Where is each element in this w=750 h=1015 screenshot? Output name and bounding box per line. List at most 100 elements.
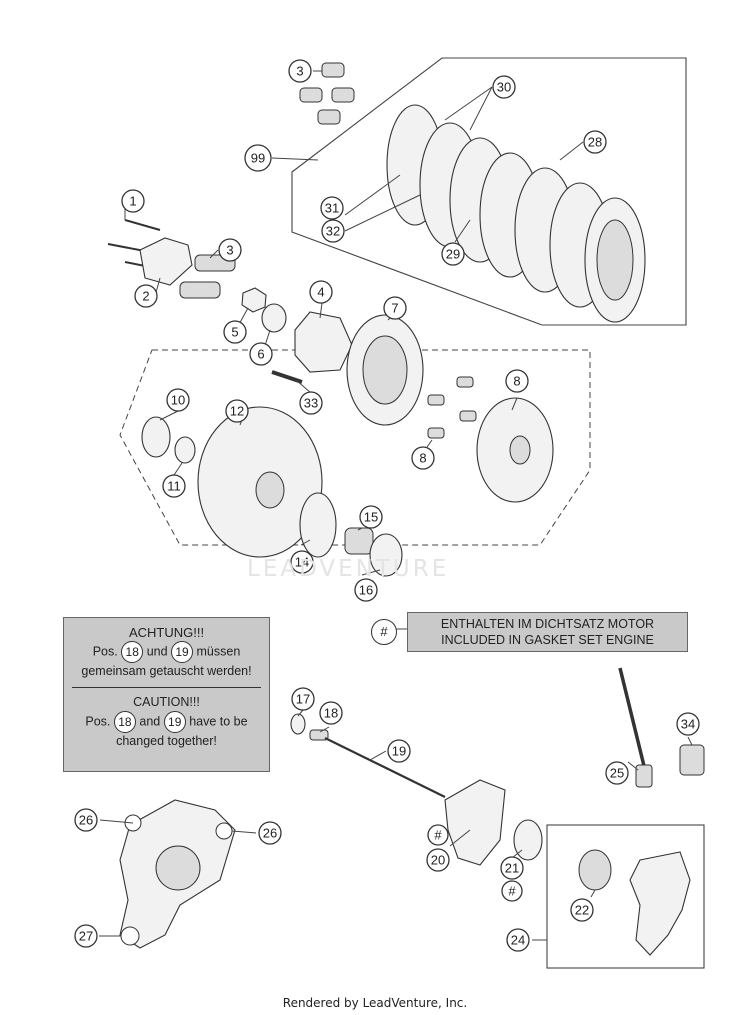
- gasket-note-de: ENTHALTEN IM DICHTSATZ MOTOR: [440, 617, 655, 631]
- bleeder-adapter: [679, 744, 705, 776]
- callout-26a: 26: [74, 808, 98, 832]
- callout-6: 6: [249, 342, 273, 366]
- svg-text:31: 31: [325, 201, 339, 216]
- callout-27: 27: [74, 924, 98, 948]
- callout-29: 29: [441, 242, 465, 266]
- svg-text:#: #: [508, 884, 516, 899]
- callout-32: 32: [321, 219, 345, 243]
- callout-18: 18: [319, 701, 343, 725]
- svg-text:24: 24: [511, 933, 525, 948]
- caution-line-de-2: gemeinsam getauscht werden!: [81, 664, 252, 678]
- svg-text:21: 21: [505, 861, 519, 876]
- svg-text:22: 22: [575, 903, 589, 918]
- callout-34: 34: [676, 712, 700, 736]
- svg-text:26: 26: [263, 826, 277, 841]
- callout-12: 12: [225, 399, 249, 423]
- callout-7: 7: [383, 296, 407, 320]
- callout-26b: 26: [258, 821, 282, 845]
- callout-9: 8: [505, 369, 529, 393]
- svg-text:#: #: [434, 828, 442, 843]
- ref-19-badge: 19: [171, 641, 194, 663]
- callout-20: 20: [426, 848, 450, 872]
- svg-text:16: 16: [359, 583, 373, 598]
- callout-3b: 3: [218, 238, 242, 262]
- svg-text:20: 20: [431, 853, 445, 868]
- svg-text:30: 30: [497, 80, 511, 95]
- damper-springs: [427, 376, 477, 439]
- svg-text:11: 11: [167, 479, 181, 494]
- callout-1: 1: [121, 189, 145, 213]
- retaining-ring: [174, 436, 196, 464]
- callout-19: 19: [387, 739, 411, 763]
- svg-text:29: 29: [446, 247, 460, 262]
- bleeder-screw: [618, 667, 647, 771]
- svg-text:5: 5: [231, 325, 238, 340]
- callout-22: 22: [570, 898, 594, 922]
- caution-note: ACHTUNG!!! Pos. 18 und 19 müssen gemeins…: [63, 617, 270, 772]
- seal-ring: [290, 713, 306, 735]
- caution-divider: [72, 687, 261, 688]
- svg-text:7: 7: [391, 301, 398, 316]
- svg-text:17: 17: [296, 692, 310, 707]
- callout-17: 17: [291, 687, 315, 711]
- svg-text:6: 6: [257, 347, 264, 362]
- clutch-plates: [386, 104, 646, 323]
- callout-5: 5: [223, 320, 247, 344]
- svg-text:15: 15: [364, 510, 378, 525]
- callout-4: 4: [309, 280, 333, 304]
- callout-24: 24: [506, 928, 530, 952]
- svg-text:14: 14: [295, 555, 309, 570]
- footer-credit: Rendered by LeadVenture, Inc.: [282, 996, 468, 1010]
- pressure-plate: [294, 311, 353, 373]
- callouts: 3 30 28 99 31 32 29 1 3 2 4 7 5 6 33 8 8…: [74, 59, 700, 952]
- springs-top: [299, 62, 355, 125]
- svg-text:10: 10: [171, 393, 185, 408]
- svg-text:8: 8: [419, 451, 426, 466]
- gasket-set-note: ENTHALTEN IM DICHTSATZ MOTOR INCLUDED IN…: [407, 612, 688, 652]
- svg-text:12: 12: [230, 404, 244, 419]
- svg-text:27: 27: [79, 929, 93, 944]
- leader-lines: [99, 70, 693, 941]
- gasket-set-symbol: #: [371, 619, 397, 645]
- caution-line-en-1: Pos. 18 and 19 have to be: [64, 711, 269, 733]
- caution-heading-de: ACHTUNG!!!: [128, 625, 205, 640]
- ref-19-badge-en: 19: [163, 711, 186, 733]
- callout-2: 2: [134, 284, 158, 308]
- gasket-note-en: INCLUDED IN GASKET SET ENGINE: [441, 633, 654, 647]
- drive-gear: [299, 492, 337, 558]
- callout-25: 25: [605, 761, 629, 785]
- svg-text:25: 25: [610, 766, 624, 781]
- callout-8: 8: [411, 446, 435, 470]
- callout-21: 21: [500, 856, 524, 880]
- clutch-basket-outline: [119, 349, 591, 546]
- svg-text:1: 1: [129, 194, 136, 209]
- svg-text:2: 2: [142, 289, 149, 304]
- caution-heading-en: CAUTION!!!: [133, 695, 200, 709]
- svg-text:3: 3: [296, 64, 303, 79]
- gasket: [444, 779, 506, 866]
- lock-washer: [261, 303, 287, 333]
- svg-text:3: 3: [226, 243, 233, 258]
- callout-hash-20: #: [427, 824, 449, 846]
- svg-text:99: 99: [251, 151, 265, 166]
- svg-text:18: 18: [324, 706, 338, 721]
- piston: [578, 849, 612, 891]
- caution-line-en-2: changed together!: [116, 734, 217, 748]
- callout-11: 11: [162, 474, 186, 498]
- washer: [369, 533, 403, 577]
- svg-text:26: 26: [79, 813, 93, 828]
- slave-cylinder-body: [629, 851, 691, 956]
- callout-16: 16: [354, 578, 378, 602]
- svg-text:4: 4: [317, 285, 324, 300]
- thrust-washer: [141, 416, 171, 458]
- push-rod: [324, 737, 446, 798]
- ref-18-badge: 18: [121, 641, 144, 663]
- callout-15: 15: [359, 505, 383, 529]
- svg-text:8: 8: [513, 374, 520, 389]
- caution-line-de-1: Pos. 18 und 19 müssen: [64, 641, 269, 663]
- o-ring: [513, 819, 543, 861]
- watermark: LEADVENTURE: [247, 556, 450, 582]
- svg-text:33: 33: [304, 396, 318, 411]
- slave-cylinder-set-box: [546, 824, 705, 969]
